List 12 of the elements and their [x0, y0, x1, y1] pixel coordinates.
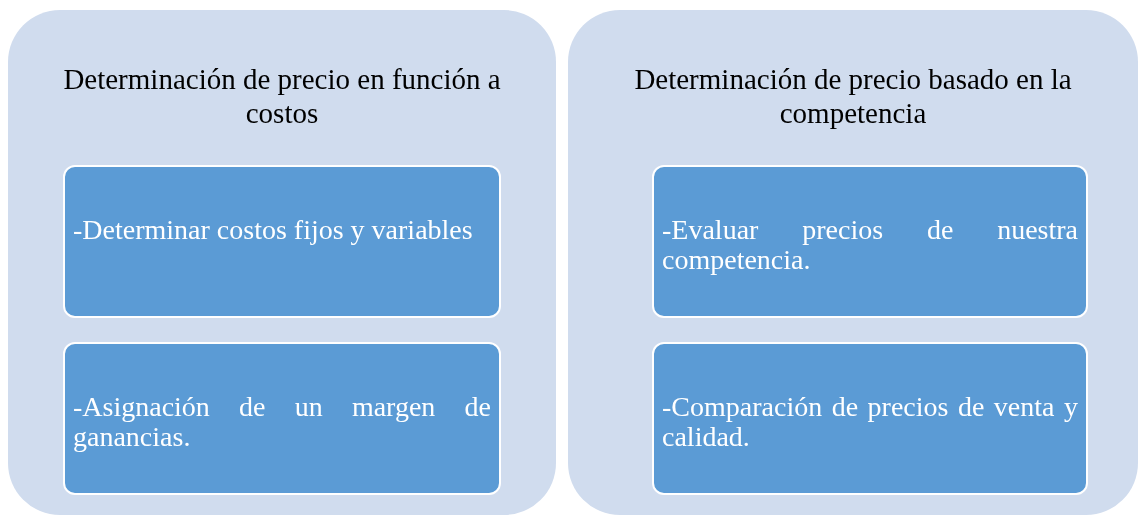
- group-panel: [8, 10, 556, 515]
- item-text: -Comparación de precios de venta y calidad.: [662, 392, 1078, 452]
- group-panel: [568, 10, 1138, 515]
- item-box: [63, 165, 501, 318]
- item-box: [652, 165, 1088, 318]
- group-heading: Determinación de precio basado en la competencia: [633, 62, 1073, 130]
- item-box: [652, 342, 1088, 495]
- item-text: -Evaluar precios de nuestra competencia.: [662, 215, 1078, 275]
- item-text: -Determinar costos fijos y variables: [73, 215, 474, 245]
- item-text: -Asignación de un margen de ganancias.: [73, 392, 491, 452]
- group-heading: Determinación de precio en función a costos: [62, 62, 502, 130]
- item-box: [63, 342, 501, 495]
